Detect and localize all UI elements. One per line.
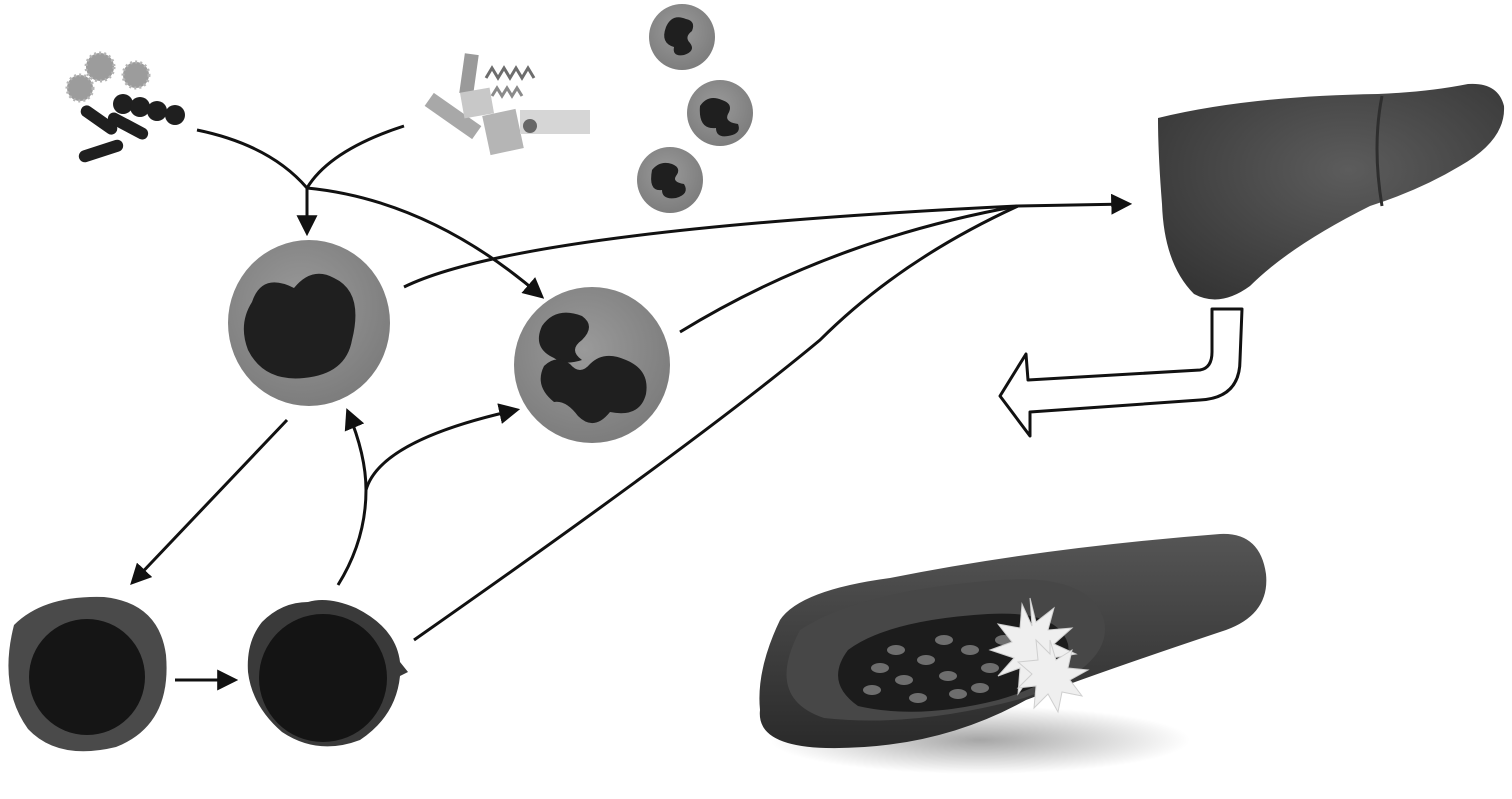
arrow-to-neutrophil-up <box>364 403 521 491</box>
arrow-to-neutrophil <box>306 186 545 299</box>
arrow-monocyte-liver <box>403 204 1019 289</box>
arrow-activated-liver <box>413 204 1019 642</box>
pathogens-group <box>65 51 185 163</box>
monocyte-icon <box>228 240 390 406</box>
arrow-into-liver <box>1017 193 1133 215</box>
neutrophil-icon <box>687 80 753 146</box>
arrow-neutrophil-liver <box>679 204 1019 334</box>
liver-icon <box>1158 83 1505 300</box>
tissue-debris-icon <box>424 53 590 156</box>
arrow-to-monocyte-up <box>344 408 368 491</box>
arrow-activated-up <box>336 489 368 586</box>
precursor-cell-icon <box>8 596 167 752</box>
bacteria-icon <box>78 94 185 163</box>
connector-arrows <box>130 124 1133 691</box>
arrow-debris-merge <box>305 124 405 189</box>
arrow-pathogens-merge <box>196 128 309 189</box>
neutrophil-icon <box>514 287 670 443</box>
activated-cell-icon <box>247 600 408 747</box>
virus-icon <box>65 51 151 103</box>
thrombus-icon <box>988 597 1090 714</box>
neutrophil-icon <box>649 4 715 70</box>
liver-output-arrow <box>998 307 1244 438</box>
neutrophil-icon <box>637 147 703 213</box>
arrow-monocyte-precursor <box>130 418 289 586</box>
